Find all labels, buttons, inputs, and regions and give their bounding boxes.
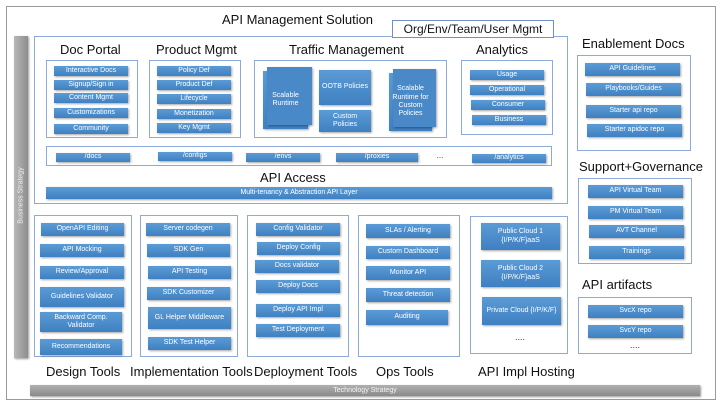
enablement-docs-title: Enablement Docs [582,36,685,51]
business-strategy-bar [14,36,28,358]
consumer-box: Consumer [471,100,545,110]
gl-helper-middleware-box: GL Helper Middleware [148,307,231,329]
deployment-tools-title: Deployment Tools [254,364,358,379]
business-box: Business [472,115,546,125]
product-def-box: Product Def [157,80,231,90]
custom-policies-box: Custom Policies [319,110,371,132]
scalable-runtime-custom-policies-box: Scalable Runtime for Custom Policies [389,69,436,131]
sdk-gen-box: SDK Gen [147,244,230,257]
multi-tenancy-layer-bar: Multi-tenancy & Abstraction API Layer [46,187,552,199]
policy-def-box: Policy Def [157,66,231,76]
api-access-title: API Access [260,170,326,185]
api-mocking-box: API Mocking [40,244,124,257]
threat-detection-box: Threat detection [366,288,450,302]
avt-channel-box: AVT Channel [589,225,684,238]
api-artifacts-title: API artifacts [582,277,653,292]
config-validator-box: Config Validator [256,223,340,236]
technology-strategy-bar: Technology Strategy [30,385,700,396]
envs-endpoint: /envs [246,153,320,162]
guidelines-validator-box: Guidelines Validator [40,287,124,307]
more-hosting-ellipsis: .... [514,332,525,342]
scalable-runtime-box: Scalable Runtime [263,67,312,129]
proxies-endpoint: /proxies [336,153,418,162]
analytics-endpoint: /analytics [472,154,546,163]
more-artifacts-ellipsis: .... [629,340,640,350]
slas-alerting-box: SLAs / Alerting [366,224,450,238]
customizations-box: Customizations [54,108,128,118]
sdk-test-helper-box: SDK Test Helper [148,337,231,350]
pm-virtual-team-box: PM Virtual Team [588,206,683,219]
implementation-tools-title: Implementation Tools [130,364,253,379]
private-cloud-box: Private Cloud {I/P/K/F} [482,297,561,325]
svcx-repo-box: SvcX repo [588,305,683,318]
key-mgmt-box: Key Mgmt [157,123,231,133]
server-codegen-box: Server codegen [146,223,230,236]
signup-signin-box: Signup/Sign in [54,80,128,90]
recommendations-box: Recommendations [40,339,122,355]
more-endpoints-ellipsis: ... [436,151,444,160]
operational-box: Operational [470,85,544,95]
sdk-customizer-box: SDK Customizer [147,287,230,300]
design-tools-title: Design Tools [46,364,121,379]
content-mgmt-box: Content Mgmt [54,93,128,103]
trainings-box: Trainings [589,246,684,259]
backward-comp-validator-box: Backward Comp. Validator [40,312,122,332]
business-strategy-label: Business Strategy [17,167,25,224]
interactive-docs-box: Interactive Docs [54,66,128,76]
review-approval-box: Review/Approval [40,266,124,279]
ootb-policies-box: OOTB Policies [319,70,371,105]
api-testing-box: API Testing [148,266,231,279]
docs-validator-box: Docs validator [255,260,339,273]
diagram-title: API Management Solution [222,12,374,27]
deploy-config-box: Deploy Config [257,242,340,255]
doc-portal-title: Doc Portal [60,42,121,57]
auditing-box: Auditing [366,310,448,325]
custom-dashboard-box: Custom Dashboard [366,246,450,259]
playbooks-guides-box-top: Playbooks/Guides [586,83,681,96]
design-tools-frame [34,215,132,357]
public-cloud-2-box: Public Cloud 2 {I/P/K/F}aaS [481,260,560,287]
svcy-repo-box: SvcY repo [588,325,683,338]
api-guidelines-box-top: API Guidelines [585,63,680,76]
test-deployment-box: Test Deployment [256,324,340,337]
monitor-api-box: Monitor API [366,266,450,280]
openapi-editing-box: OpenAPI Editing [41,223,124,236]
starter-apidoc-repo-box: Starter apidoc repo [587,124,682,137]
ops-tools-title: Ops Tools [376,364,434,379]
configs-endpoint: /configs [158,152,232,161]
usage-box: Usage [470,70,544,80]
monetization-box: Monetization [157,109,231,119]
product-mgmt-title: Product Mgmt [156,42,237,57]
traffic-management-title: Traffic Management [289,42,404,57]
org-env-team-user-mgmt-tab: Org/Env/Team/User Mgmt [392,20,554,38]
community-box: Community [54,124,128,134]
starter-api-repo-box: Starter api repo [586,105,681,118]
implementation-tools-frame [140,215,238,357]
ops-tools-frame [358,215,460,357]
analytics-title: Analytics [476,42,529,57]
lifecycle-box: Lifecycle [157,94,231,104]
api-virtual-team-box: API Virtual Team [588,185,683,198]
api-impl-hosting-title: API Impl Hosting [478,364,575,379]
deploy-docs-box: Deploy Docs [256,280,340,293]
public-cloud-1-box: Public Cloud 1 {I/P/K/F}aaS [481,223,560,250]
support-governance-title: Support+Governance [579,159,703,174]
docs-endpoint: /docs [56,153,130,162]
deploy-api-impl-box: Deploy API Impl [256,304,340,317]
